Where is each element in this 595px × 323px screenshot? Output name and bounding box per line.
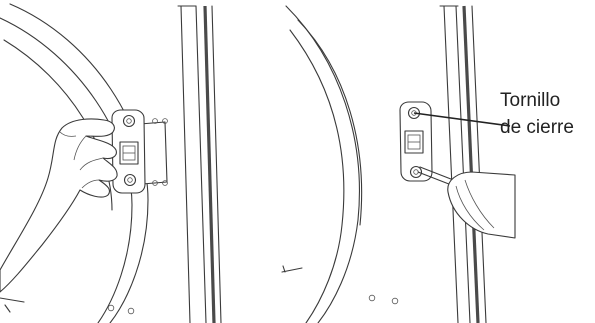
right-panel-illustration [282,6,486,323]
callout-line-2: de cierre [500,114,574,141]
screwdriver [418,167,515,238]
closure-screw-label: Tornillo de cierre [500,87,574,141]
callout-line-1: Tornillo [500,87,574,114]
left-strike-plate [112,110,167,193]
left-hand [0,119,117,292]
